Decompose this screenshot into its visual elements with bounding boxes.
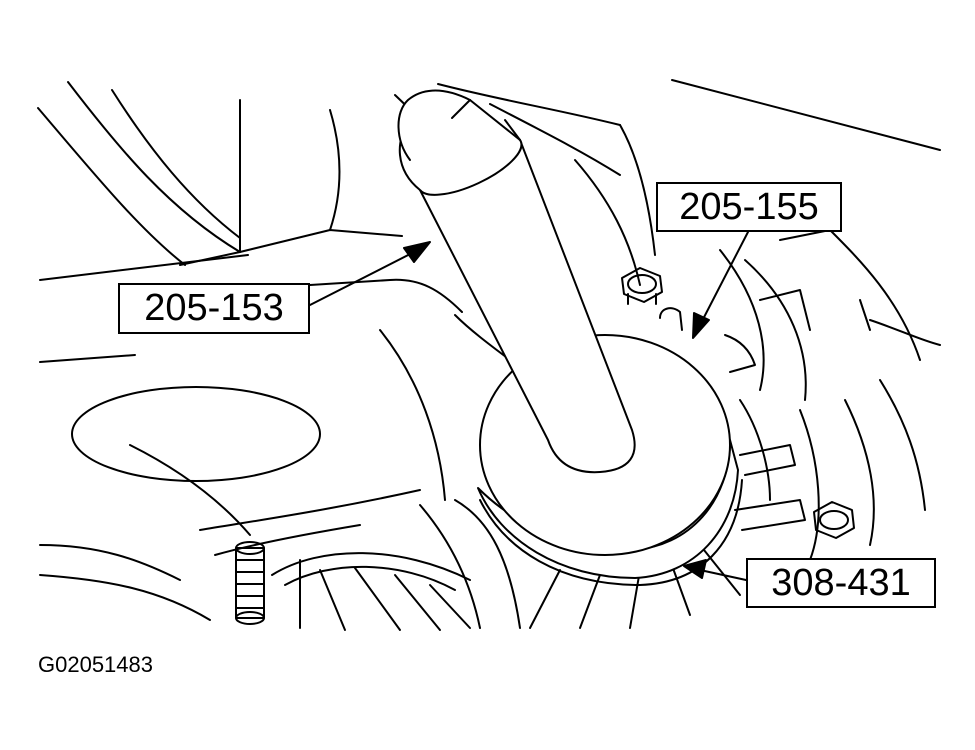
tool-label-205-153: 205-153 bbox=[118, 283, 310, 334]
clip-small bbox=[659, 307, 683, 331]
dowel-pin bbox=[235, 541, 265, 625]
leader-205-153 bbox=[309, 241, 431, 306]
tool-label-205-155: 205-155 bbox=[656, 182, 842, 232]
bolt-lower bbox=[813, 501, 855, 539]
housing-contours bbox=[37, 79, 941, 621]
flywheel bbox=[271, 499, 741, 631]
leader-308-431 bbox=[683, 559, 747, 581]
figure-code: G02051483 bbox=[38, 652, 153, 677]
housing-opening bbox=[71, 386, 321, 482]
right-housing bbox=[719, 229, 941, 561]
tool-label-308-431: 308-431 bbox=[746, 558, 936, 608]
bolt-upper bbox=[621, 267, 663, 305]
leader-205-155 bbox=[692, 231, 749, 339]
handle-tool bbox=[397, 89, 636, 474]
